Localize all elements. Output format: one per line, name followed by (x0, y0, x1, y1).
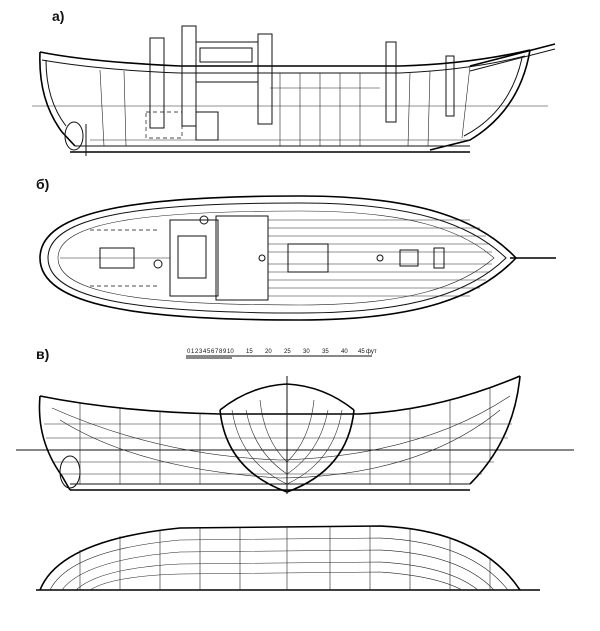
scale-tick-label: 15 (246, 349, 253, 355)
scale-tick-label: 35 (322, 349, 329, 355)
panel-label-a: а) (52, 8, 65, 24)
scale-tick-label: 0 (187, 349, 191, 355)
scale-tick-label: 4 (203, 349, 207, 355)
deck-planking (268, 219, 492, 297)
scale-tick-label: фут (366, 349, 377, 355)
scale-tick-label: 45 (358, 349, 365, 355)
lines-plan-half-breadth (36, 525, 540, 591)
side-profile-view (32, 25, 556, 156)
scale-bar (186, 355, 372, 359)
scale-tick-label: 2 (195, 349, 199, 355)
scale-tick-label: 8 (219, 349, 223, 355)
scale-tick-label: 20 (265, 349, 272, 355)
scale-tick-label: 9 (223, 349, 227, 355)
scale-tick-label: 1 (191, 349, 195, 355)
deck-plan-view (39, 195, 556, 321)
scale-tick-label: 3 (199, 349, 203, 355)
scale-tick-label: 10 (227, 349, 234, 355)
body-plan (219, 376, 355, 494)
scale-tick-label: 40 (341, 349, 348, 355)
scale-tick-labels: 0 1 2 3 4 5 6 7 8 9 10 15 20 25 30 35 40… (187, 349, 377, 355)
scale-tick-label: 25 (284, 349, 291, 355)
scale-tick-label: 5 (207, 349, 211, 355)
panel-label-c: в) (36, 346, 50, 362)
scale-tick-label: 7 (215, 349, 219, 355)
lines-plan-profile (16, 375, 574, 494)
scale-tick-label: 30 (303, 349, 310, 355)
waterlines (44, 423, 512, 475)
half-breadth-stations (79, 526, 491, 590)
panel-label-b: б) (36, 176, 50, 192)
scale-tick-label: 6 (211, 349, 215, 355)
station-lines (79, 388, 491, 484)
side-frames (99, 65, 471, 147)
